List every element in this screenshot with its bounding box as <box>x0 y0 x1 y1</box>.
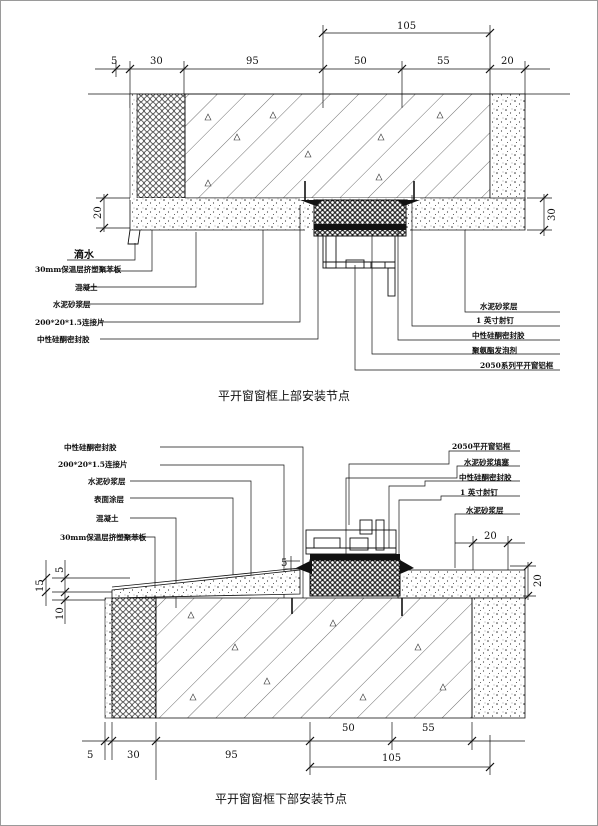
top-caption: 平开窗窗框上部安装节点 <box>218 388 350 403</box>
bottom-label-connector: 200*20*1.5连接片 <box>58 459 128 469</box>
bottom-concrete <box>155 597 473 719</box>
bottom-dim-right-20: 20 <box>533 574 544 587</box>
top-dim-30: 30 <box>150 56 163 67</box>
top-label-r-frame: 2050系列平开窗铝框 <box>480 360 554 370</box>
top-label-insulation: 30mm保温层挤塑聚苯板 <box>35 264 122 274</box>
bottom-insulation-board <box>111 597 157 719</box>
bottom-dim-10: 10 <box>55 607 66 620</box>
top-label-sealant: 中性硅酮密封胶 <box>37 334 90 344</box>
bottom-label-mortar: 水泥砂浆层 <box>88 476 126 486</box>
bottom-label-r-nail: 1 英寸射钉 <box>460 487 498 497</box>
bottom-foam-seal <box>309 559 401 597</box>
bottom-dim-top-20: 20 <box>484 531 497 542</box>
top-dim-95: 95 <box>246 56 259 67</box>
top-dim-50: 50 <box>354 56 367 67</box>
bottom-dim-55: 55 <box>422 723 435 734</box>
bottom-label-r-frame: 2050平开窗铝框 <box>452 441 511 451</box>
bottom-dim-5-left: 5 <box>55 567 66 573</box>
top-detail: 5 30 95 50 55 20 105 <box>35 21 570 403</box>
bottom-dim-50: 50 <box>342 723 355 734</box>
top-dim-5: 5 <box>111 56 117 67</box>
top-concrete <box>184 93 491 199</box>
top-label-r-nail: 1 英寸射钉 <box>476 315 514 325</box>
bottom-label-concrete: 混凝土 <box>96 513 119 523</box>
top-insulation-board <box>136 93 186 199</box>
top-label-drip: 滴水 <box>74 248 95 261</box>
top-label-r-foam: 聚氨酯发泡剂 <box>471 345 517 355</box>
bottom-label-r-mortar: 水泥砂浆层 <box>466 505 504 515</box>
top-label-mortar: 水泥砂浆层 <box>53 299 91 309</box>
bottom-aluminium-frame <box>305 519 397 555</box>
bottom-label-r-fill: 水泥砂浆填塞 <box>464 457 509 467</box>
top-label-concrete: 混凝土 <box>75 282 98 292</box>
bottom-dim-5: 5 <box>87 750 93 761</box>
top-dim-left-20: 20 <box>93 206 104 219</box>
bottom-dim-95: 95 <box>225 750 238 761</box>
top-drip-edge <box>127 229 141 245</box>
top-dim-right-30: 30 <box>547 208 558 221</box>
bottom-label-insulation: 30mm保温层挤塑聚苯板 <box>60 532 147 542</box>
top-dim-20: 20 <box>501 56 514 67</box>
top-label-r-sealant: 中性硅酮密封胶 <box>472 330 525 340</box>
bottom-dim-30: 30 <box>127 750 140 761</box>
bottom-dim-5-small: 5 <box>281 558 287 569</box>
top-aluminium-frame <box>322 235 396 297</box>
bottom-detail: 中性硅酮密封胶 200*20*1.5连接片 水泥砂浆层 表面涂层 混凝土 30m… <box>35 441 544 806</box>
bottom-mortar-slope <box>111 569 301 599</box>
bottom-caption: 平开窗窗框下部安装节点 <box>215 791 347 806</box>
top-dim-55: 55 <box>437 56 450 67</box>
top-dim-105: 105 <box>397 21 416 32</box>
top-label-r-mortar: 水泥砂浆层 <box>480 301 518 311</box>
top-foam-seal <box>313 199 407 237</box>
bottom-dim-15: 15 <box>35 579 46 592</box>
top-label-connector: 200*20*1.5连接片 <box>35 317 105 327</box>
bottom-label-coating: 表面涂层 <box>94 494 124 504</box>
bottom-label-sealant: 中性硅酮密封胶 <box>64 442 117 452</box>
bottom-label-r-sealant: 中性硅酮密封胶 <box>459 472 512 482</box>
bottom-dim-105: 105 <box>382 753 401 764</box>
